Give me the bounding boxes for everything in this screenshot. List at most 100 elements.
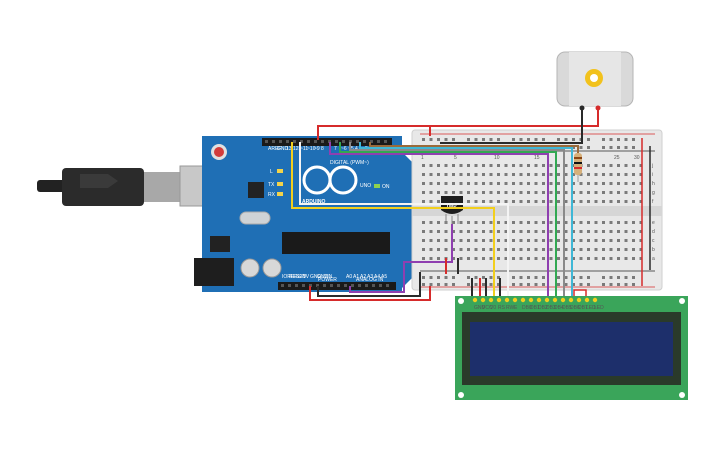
breadboard[interactable]: j i h g f e d c b a 1 5 10 15 20 25 30	[411, 129, 663, 291]
rail-hole[interactable]	[527, 283, 530, 286]
breadboard-hole[interactable]	[519, 191, 523, 194]
power-header-pin[interactable]	[309, 284, 312, 287]
breadboard-hole[interactable]	[429, 221, 433, 224]
breadboard-hole[interactable]	[444, 248, 448, 251]
breadboard-hole[interactable]	[422, 230, 425, 233]
rail-hole[interactable]	[542, 276, 545, 279]
breadboard-hole[interactable]	[549, 173, 553, 176]
breadboard-hole[interactable]	[512, 248, 515, 251]
breadboard-hole[interactable]	[579, 182, 583, 185]
breadboard-hole[interactable]	[632, 200, 635, 203]
breadboard-hole[interactable]	[587, 182, 590, 185]
breadboard-hole[interactable]	[504, 248, 508, 251]
rail-hole[interactable]	[564, 276, 568, 279]
breadboard-hole[interactable]	[422, 221, 425, 224]
breadboard-hole[interactable]	[564, 239, 568, 242]
breadboard-hole[interactable]	[497, 173, 500, 176]
breadboard-hole[interactable]	[512, 230, 515, 233]
breadboard-hole[interactable]	[527, 230, 530, 233]
rail-hole[interactable]	[482, 276, 485, 279]
breadboard-hole[interactable]	[512, 164, 515, 167]
lcd-pin[interactable]	[560, 297, 566, 303]
breadboard-hole[interactable]	[519, 230, 523, 233]
power-header-pin[interactable]	[386, 284, 389, 287]
breadboard-hole[interactable]	[617, 200, 620, 203]
rail-hole[interactable]	[452, 276, 455, 279]
breadboard-hole[interactable]	[609, 191, 613, 194]
breadboard-hole[interactable]	[504, 221, 508, 224]
breadboard-hole[interactable]	[482, 248, 485, 251]
rail-hole[interactable]	[542, 283, 545, 286]
breadboard-hole[interactable]	[624, 257, 628, 260]
breadboard-hole[interactable]	[504, 164, 508, 167]
power-header-pin[interactable]	[323, 284, 326, 287]
power-header-pin[interactable]	[281, 284, 284, 287]
breadboard-hole[interactable]	[512, 221, 515, 224]
breadboard-hole[interactable]	[617, 182, 620, 185]
breadboard-hole[interactable]	[429, 248, 433, 251]
rail-hole[interactable]	[497, 276, 500, 279]
breadboard-hole[interactable]	[639, 230, 643, 233]
rail-hole[interactable]	[564, 138, 568, 141]
rail-hole[interactable]	[437, 138, 440, 141]
breadboard-hole[interactable]	[564, 164, 568, 167]
arduino-uno-board[interactable]: ARDUINO UNO DIGITAL (PWM~) POWER ANALOG …	[194, 136, 414, 292]
rail-hole[interactable]	[609, 146, 613, 149]
breadboard-hole[interactable]	[579, 248, 583, 251]
breadboard-hole[interactable]	[452, 221, 455, 224]
breadboard-hole[interactable]	[579, 239, 583, 242]
lcd-pin[interactable]	[512, 297, 518, 303]
breadboard-hole[interactable]	[542, 230, 545, 233]
power-header-pin[interactable]	[316, 284, 319, 287]
breadboard-hole[interactable]	[497, 239, 500, 242]
breadboard-hole[interactable]	[624, 221, 628, 224]
rail-hole[interactable]	[437, 283, 440, 286]
breadboard-hole[interactable]	[587, 248, 590, 251]
rail-hole[interactable]	[497, 283, 500, 286]
breadboard-hole[interactable]	[474, 164, 478, 167]
breadboard-hole[interactable]	[452, 191, 455, 194]
breadboard-hole[interactable]	[437, 230, 440, 233]
breadboard-hole[interactable]	[564, 230, 568, 233]
breadboard-hole[interactable]	[624, 248, 628, 251]
breadboard-hole[interactable]	[482, 230, 485, 233]
breadboard-hole[interactable]	[594, 221, 598, 224]
rail-hole[interactable]	[519, 138, 523, 141]
power-header-pin[interactable]	[379, 284, 382, 287]
wire-cyan-db7[interactable]	[359, 142, 573, 296]
breadboard-hole[interactable]	[437, 200, 440, 203]
rail-hole[interactable]	[609, 276, 613, 279]
breadboard-hole[interactable]	[534, 191, 538, 194]
breadboard-hole[interactable]	[534, 239, 538, 242]
breadboard-hole[interactable]	[467, 257, 470, 260]
rail-hole[interactable]	[624, 276, 628, 279]
breadboard-hole[interactable]	[437, 164, 440, 167]
breadboard-hole[interactable]	[632, 173, 635, 176]
breadboard-hole[interactable]	[459, 221, 463, 224]
rail-hole[interactable]	[444, 138, 448, 141]
breadboard-hole[interactable]	[519, 200, 523, 203]
breadboard-hole[interactable]	[564, 221, 568, 224]
breadboard-hole[interactable]	[587, 257, 590, 260]
rail-hole[interactable]	[512, 138, 515, 141]
breadboard-hole[interactable]	[437, 239, 440, 242]
rail-hole[interactable]	[617, 138, 620, 141]
breadboard-hole[interactable]	[519, 239, 523, 242]
rail-hole[interactable]	[474, 283, 478, 286]
breadboard-hole[interactable]	[594, 200, 598, 203]
breadboard-hole[interactable]	[497, 248, 500, 251]
breadboard-hole[interactable]	[459, 173, 463, 176]
breadboard-hole[interactable]	[624, 182, 628, 185]
breadboard-hole[interactable]	[617, 191, 620, 194]
wire-gray-db6[interactable]	[349, 142, 565, 296]
lcd-pin[interactable]	[576, 297, 582, 303]
breadboard-hole[interactable]	[557, 191, 560, 194]
rail-hole[interactable]	[422, 138, 425, 141]
breadboard-hole[interactable]	[594, 182, 598, 185]
lcd-pin[interactable]	[592, 297, 598, 303]
breadboard-hole[interactable]	[527, 200, 530, 203]
breadboard-hole[interactable]	[572, 182, 575, 185]
breadboard-hole[interactable]	[467, 164, 470, 167]
breadboard-hole[interactable]	[482, 239, 485, 242]
breadboard-hole[interactable]	[602, 200, 605, 203]
